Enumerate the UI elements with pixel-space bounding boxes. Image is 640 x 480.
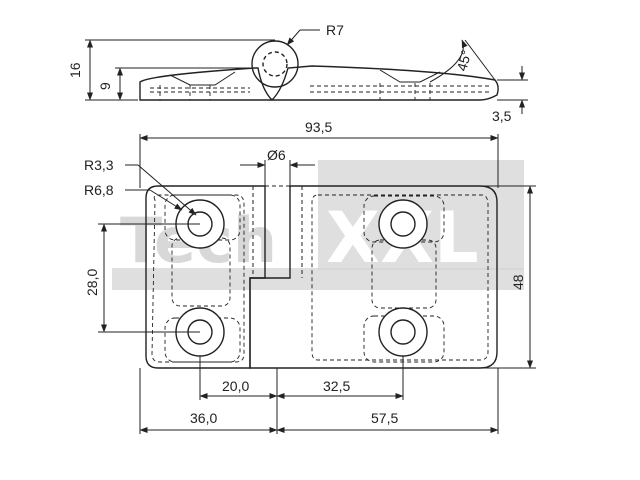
watermark: Tech XXL xyxy=(112,160,524,290)
hole-radius-label: R3,3 xyxy=(84,157,114,173)
hole-bottom-right xyxy=(390,319,416,345)
side-view xyxy=(139,40,499,101)
left-countersink xyxy=(169,71,236,86)
knuckle-pin xyxy=(262,51,288,77)
right-countersink xyxy=(379,69,441,83)
knuckle-circle xyxy=(251,40,299,88)
hole-spacing-vertical-label: 28,0 xyxy=(84,269,100,296)
side-dimensions xyxy=(85,29,528,114)
pin-channel xyxy=(264,185,291,279)
left-leaf-outline xyxy=(145,185,266,369)
top-dimensions xyxy=(98,134,536,434)
thickness-label: 3,5 xyxy=(492,108,512,124)
side-view-outline xyxy=(139,65,499,101)
counterbore-radius-label: R6,8 xyxy=(84,182,114,198)
side-hidden-lines xyxy=(150,83,490,100)
angle-label: 45° xyxy=(453,48,474,73)
knuckle-radius-label: R7 xyxy=(326,22,344,38)
overall-width-label: 93,5 xyxy=(305,119,332,135)
right-leaf-width-label: 57,5 xyxy=(371,410,398,426)
hole-to-center-right-label: 32,5 xyxy=(323,378,350,394)
overall-height-label: 48 xyxy=(510,274,526,290)
side-height-body-label: 9 xyxy=(97,82,113,90)
left-leaf-width-label: 36,0 xyxy=(190,410,217,426)
hole-to-center-left-label: 20,0 xyxy=(222,378,249,394)
side-height-total-label: 16 xyxy=(67,62,83,78)
watermark-band xyxy=(112,268,524,290)
hole-top-right xyxy=(390,211,416,237)
pin-diameter-label: Ø6 xyxy=(267,147,286,163)
